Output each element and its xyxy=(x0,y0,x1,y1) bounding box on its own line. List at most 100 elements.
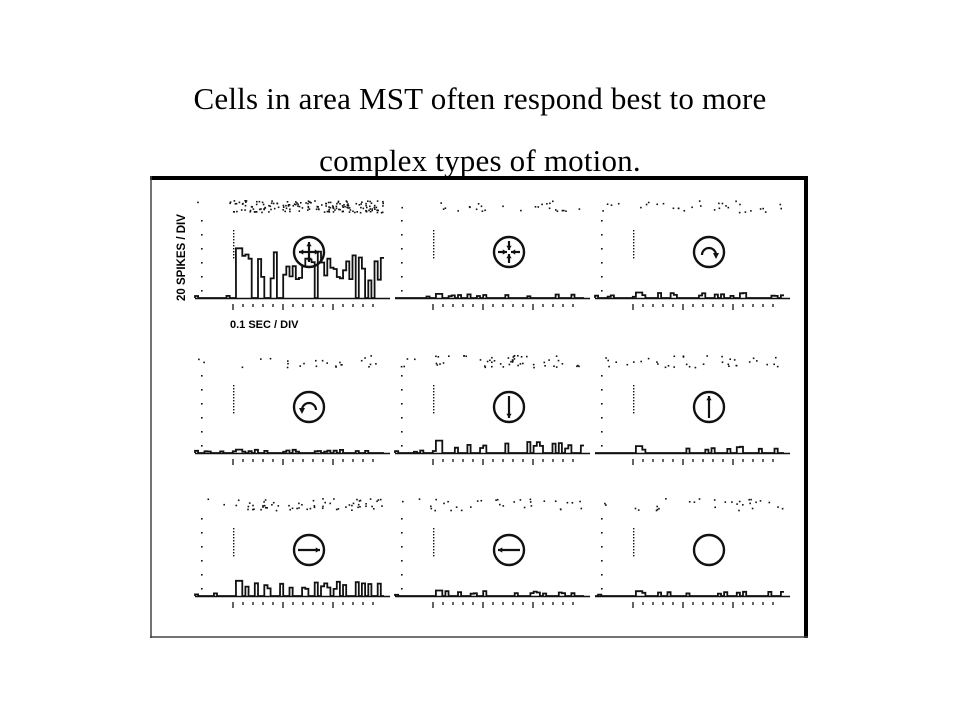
raster-spike xyxy=(370,202,373,204)
raster-spike xyxy=(400,365,403,368)
raster-spike xyxy=(369,205,371,208)
raster-spike xyxy=(346,201,348,203)
raster-spike xyxy=(282,209,284,211)
raster-spike xyxy=(365,209,367,212)
raster-spike xyxy=(637,509,640,511)
scale-dot xyxy=(601,290,603,292)
raster-spike xyxy=(369,208,372,210)
raster-spike xyxy=(444,207,447,209)
raster-spike xyxy=(323,211,326,213)
raster-spike xyxy=(685,363,688,366)
raster-spike xyxy=(359,506,361,508)
stimulus-onset-dot xyxy=(433,245,435,247)
rotation-arc xyxy=(700,246,718,256)
raster-spike xyxy=(359,499,362,502)
response-panel xyxy=(595,355,790,465)
raster-spike xyxy=(322,505,324,508)
scale-dot xyxy=(601,574,603,576)
raster-spike xyxy=(241,366,244,369)
stimulus-onset-dot xyxy=(633,400,635,402)
slide-title-line-2: complex types of motion. xyxy=(319,143,641,178)
scale-dot xyxy=(401,417,403,419)
raster-spike xyxy=(502,505,505,507)
raster-spike xyxy=(298,205,301,208)
stimulus-onset-dot xyxy=(233,248,235,250)
raster-spike xyxy=(326,210,329,213)
raster-spike xyxy=(373,206,376,209)
raster-spike xyxy=(240,209,243,211)
stimulus-onset-dot xyxy=(633,403,635,405)
raster-spike xyxy=(247,508,249,511)
scale-dot xyxy=(401,588,403,590)
scale-dot xyxy=(601,276,603,278)
arrow-up-head xyxy=(706,396,712,401)
raster-spike xyxy=(434,509,436,512)
scale-dot xyxy=(201,375,203,377)
raster-spike xyxy=(549,202,551,205)
stimulus-onset-dot xyxy=(233,239,235,241)
raster-spike xyxy=(362,207,365,210)
response-panel xyxy=(194,355,390,465)
stimulus-onset-dot xyxy=(633,549,635,551)
stimulus-onset-dot xyxy=(633,385,635,387)
raster-spike xyxy=(779,203,782,206)
raster-spike xyxy=(371,505,373,508)
raster-spike xyxy=(286,201,289,203)
raster-spike xyxy=(315,359,317,362)
raster-spike xyxy=(341,205,344,207)
raster-spike xyxy=(269,205,272,208)
raster-spike xyxy=(360,359,363,362)
raster-spike xyxy=(358,500,361,502)
scale-dot xyxy=(201,588,203,590)
scale-dot xyxy=(401,403,403,405)
raster-spike xyxy=(615,361,617,363)
stimulus-onset-dot xyxy=(633,233,635,235)
raster-spike xyxy=(656,203,658,206)
scale-dot xyxy=(401,560,403,562)
raster-spike xyxy=(541,203,543,206)
raster-spike xyxy=(365,503,367,505)
raster-spike xyxy=(315,365,318,368)
raster-spike xyxy=(694,366,697,369)
raster-spike xyxy=(465,355,467,358)
raster-spike xyxy=(721,355,723,358)
stimulus-onset-dot xyxy=(233,230,235,232)
raster-spike xyxy=(544,365,546,367)
raster-spike xyxy=(284,210,286,213)
raster-spike xyxy=(543,500,546,502)
raster-spike xyxy=(673,355,676,358)
raster-spike xyxy=(773,363,775,366)
raster-spike xyxy=(342,206,344,208)
raster-spike xyxy=(508,363,511,366)
stimulus-onset-dot xyxy=(233,531,235,533)
stimulus-onset-dot xyxy=(233,412,235,414)
stimulus-onset-dot xyxy=(233,388,235,390)
raster-spike xyxy=(282,204,285,207)
raster-spike xyxy=(355,202,358,205)
raster-spike xyxy=(656,505,658,508)
raster-spike xyxy=(301,504,303,506)
raster-spike xyxy=(346,204,349,206)
scale-dot xyxy=(401,574,403,576)
raster-spike xyxy=(318,208,320,211)
raster-spike xyxy=(698,498,701,500)
raster-spike xyxy=(491,356,493,359)
stimulus-onset-dot xyxy=(633,409,635,411)
raster-spike xyxy=(326,362,328,364)
response-panel xyxy=(395,200,590,310)
stimulus-onset-dot xyxy=(233,534,235,536)
raster-spike xyxy=(339,361,341,364)
raster-spike xyxy=(305,202,307,204)
scale-dot xyxy=(201,574,203,576)
raster-spike xyxy=(328,206,330,208)
raster-spike xyxy=(344,205,346,208)
scale-dot xyxy=(201,431,203,433)
raster-spike xyxy=(307,209,309,211)
stimulus-onset-dot xyxy=(433,242,435,244)
stimulus-onset-dot xyxy=(433,254,435,256)
raster-spike xyxy=(559,508,562,510)
raster-spike xyxy=(321,507,324,510)
raster-spike xyxy=(565,210,567,212)
raster-spike xyxy=(571,502,574,504)
raster-spike xyxy=(656,508,659,511)
